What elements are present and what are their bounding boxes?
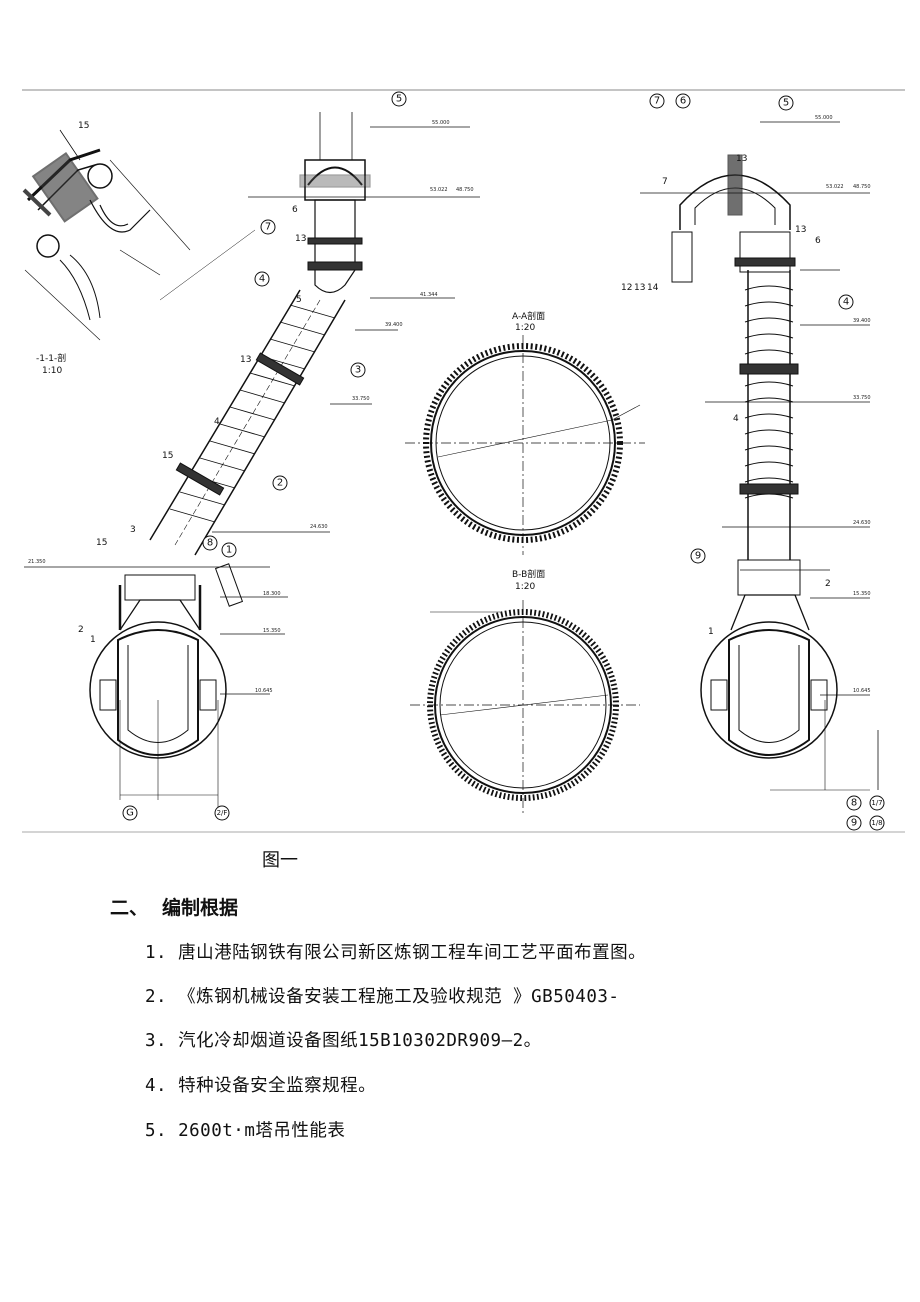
right-elevation-labels: 55.000 53.022 48.750 39.400 33.750 24.63… xyxy=(815,115,871,694)
svg-text:33.750: 33.750 xyxy=(853,395,871,401)
svg-text:5: 5 xyxy=(396,94,402,105)
svg-text:4: 4 xyxy=(733,414,739,424)
svg-text:1/8: 1/8 xyxy=(871,819,882,827)
reference-item-2: 2. 《炼钢机械设备安装工程施工及验收规范 》GB50403- xyxy=(145,987,620,1007)
right-elevation-lines xyxy=(640,121,870,696)
detail-title: -1-1-剖 xyxy=(36,352,66,364)
svg-text:G: G xyxy=(126,808,134,819)
detail-view xyxy=(22,129,191,341)
svg-text:13: 13 xyxy=(295,234,306,244)
svg-text:7: 7 xyxy=(654,96,660,107)
detail-part-15: 15 xyxy=(78,121,89,131)
reference-item-4: 4. 特种设备安全监察规程。 xyxy=(145,1076,377,1096)
svg-text:4: 4 xyxy=(259,274,265,285)
svg-text:1/7: 1/7 xyxy=(871,799,882,807)
svg-text:10.645: 10.645 xyxy=(255,688,273,694)
svg-text:2: 2 xyxy=(78,625,84,635)
left-flue-view xyxy=(89,112,371,810)
svg-text:1: 1 xyxy=(708,627,714,637)
left-part-numbers: 5 7 4 3 2 8 1 G 2/F 6 13 5 13 4 15 3 15 … xyxy=(78,94,402,819)
svg-text:18.300: 18.300 xyxy=(263,591,281,597)
section-bb-title: B-B剖面 xyxy=(512,568,545,580)
svg-text:39.400: 39.400 xyxy=(385,322,403,328)
svg-text:15.350: 15.350 xyxy=(853,591,871,597)
section-aa-scale: 1:20 xyxy=(515,323,535,333)
svg-text:2/F: 2/F xyxy=(217,809,228,817)
svg-text:6: 6 xyxy=(292,205,298,215)
engineering-drawing: 15 -1-1-剖 1:10 xyxy=(22,89,905,833)
svg-text:55.000: 55.000 xyxy=(815,115,833,121)
svg-text:15: 15 xyxy=(96,538,107,548)
svg-text:13: 13 xyxy=(240,355,251,365)
section-number: 二、 xyxy=(110,897,149,919)
section-aa-title: A-A剖面 xyxy=(512,310,545,322)
svg-text:13: 13 xyxy=(634,283,645,293)
reference-item-3: 3. 汽化冷却烟道设备图纸15B10302DR909—2。 xyxy=(145,1031,542,1051)
reference-item-1: 1. 唐山港陆钢铁有限公司新区炼钢工程车间工艺平面布置图。 xyxy=(145,943,647,963)
section-bb-ring xyxy=(410,600,640,815)
svg-text:9: 9 xyxy=(695,551,701,562)
svg-text:6: 6 xyxy=(680,96,686,107)
section-bb-scale: 1:20 xyxy=(515,582,535,592)
svg-text:48.750: 48.750 xyxy=(456,187,474,193)
svg-text:41.344: 41.344 xyxy=(420,292,438,298)
svg-text:53.022: 53.022 xyxy=(826,184,844,190)
svg-text:3: 3 xyxy=(355,365,361,376)
reference-item-5: 5. 2600t·m塔吊性能表 xyxy=(145,1121,346,1141)
svg-text:10.645: 10.645 xyxy=(853,688,871,694)
svg-text:14: 14 xyxy=(647,283,659,293)
svg-text:55.000: 55.000 xyxy=(432,120,450,126)
svg-text:15: 15 xyxy=(162,451,173,461)
right-part-balloons xyxy=(649,93,885,831)
svg-text:2: 2 xyxy=(277,478,283,489)
svg-text:7: 7 xyxy=(265,222,271,233)
svg-text:21.350: 21.350 xyxy=(28,559,46,565)
svg-text:3: 3 xyxy=(130,525,136,535)
svg-text:53.022: 53.022 xyxy=(430,187,448,193)
section-aa-ring xyxy=(405,335,645,555)
svg-text:48.750: 48.750 xyxy=(853,184,871,190)
figure-caption: 图一 xyxy=(262,850,298,871)
svg-text:8: 8 xyxy=(851,798,857,809)
svg-text:13: 13 xyxy=(736,154,747,164)
left-elevation-lines xyxy=(24,126,480,695)
svg-text:4: 4 xyxy=(843,297,849,308)
svg-text:6: 6 xyxy=(815,236,821,246)
left-part-balloons xyxy=(122,91,407,821)
section-title-text: 编制根据 xyxy=(162,897,239,919)
left-elevation-labels: 55.000 53.022 48.750 41.344 39.400 33.75… xyxy=(28,120,474,694)
svg-text:13: 13 xyxy=(795,225,806,235)
svg-text:7: 7 xyxy=(662,177,668,187)
svg-text:12: 12 xyxy=(621,283,632,293)
svg-text:4: 4 xyxy=(214,417,220,427)
svg-text:2: 2 xyxy=(825,579,831,589)
svg-text:33.750: 33.750 xyxy=(352,396,370,402)
svg-text:1: 1 xyxy=(226,545,232,556)
svg-text:9: 9 xyxy=(851,818,857,829)
right-part-numbers: 7 6 5 4 9 8 9 1/7 1/8 7 6 13 13 12 13 14… xyxy=(621,96,883,829)
svg-text:1: 1 xyxy=(90,635,96,645)
svg-text:5: 5 xyxy=(783,98,789,109)
svg-text:15.350: 15.350 xyxy=(263,628,281,634)
svg-text:24.630: 24.630 xyxy=(310,524,328,530)
section-heading: 二、编制根据 xyxy=(110,893,238,920)
svg-text:8: 8 xyxy=(207,538,213,549)
detail-scale: 1:10 xyxy=(42,366,62,376)
svg-text:39.400: 39.400 xyxy=(853,318,871,324)
svg-text:24.630: 24.630 xyxy=(853,520,871,526)
svg-text:5: 5 xyxy=(296,295,302,305)
